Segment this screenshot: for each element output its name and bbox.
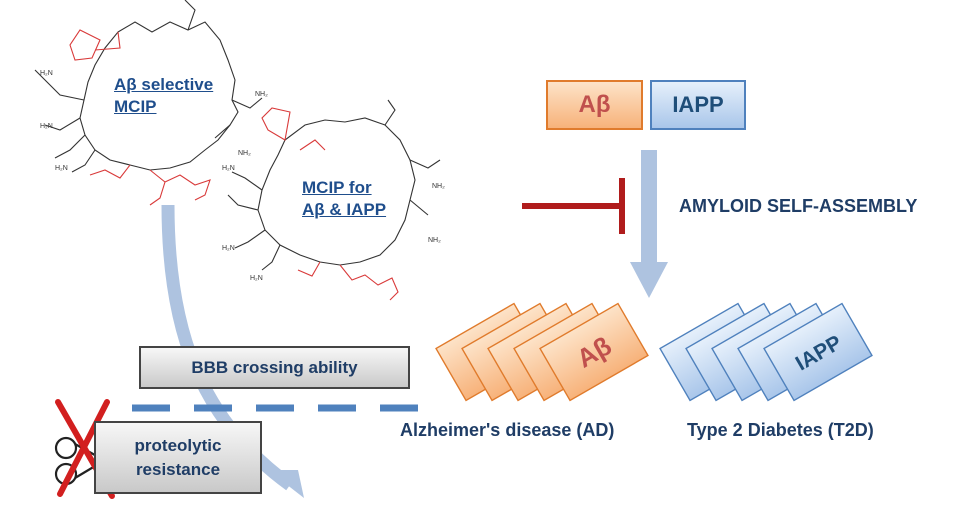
alzheimers-label: Alzheimer's disease (AD) xyxy=(400,420,615,440)
proteolytic-label-line2: resistance xyxy=(135,459,221,479)
svg-text:NH₂: NH₂ xyxy=(255,91,268,98)
svg-text:H₂N: H₂N xyxy=(250,275,263,282)
abeta-fibril-stack: Aβ xyxy=(435,302,649,402)
iapp-box: IAPP xyxy=(650,80,746,130)
svg-text:NH₂: NH₂ xyxy=(428,237,441,244)
svg-text:H₂N: H₂N xyxy=(55,165,68,172)
svg-text:H₂N: H₂N xyxy=(222,245,235,252)
svg-text:H₂N: H₂N xyxy=(40,70,53,77)
bbb-transport-arrowhead xyxy=(268,470,304,498)
svg-text:H₂N: H₂N xyxy=(40,123,53,130)
iapp-fibril-stack: IAPP xyxy=(659,302,873,402)
type2-diabetes-label: Type 2 Diabetes (T2D) xyxy=(687,420,874,440)
abeta-selective-mcip-molecule: H₂N H₂N H₂N NH₂ NH₂ xyxy=(34,0,268,206)
svg-text:H₂N: H₂N xyxy=(222,165,235,172)
dual-mcip-label: MCIP for Aβ & IAPP xyxy=(302,177,386,221)
proteolytic-resistance-box: proteolytic resistance xyxy=(94,421,262,494)
amyloid-self-assembly-label: AMYLOID SELF-ASSEMBLY xyxy=(679,196,918,216)
proteolytic-label-line1: proteolytic xyxy=(134,435,222,455)
svg-text:NH₂: NH₂ xyxy=(432,183,445,190)
dual-mcip-label-line1: MCIP for xyxy=(302,178,372,197)
assembly-arrow-head xyxy=(630,262,668,298)
iapp-box-label: IAPP xyxy=(672,92,724,117)
bbb-crossing-label: BBB crossing ability xyxy=(191,357,358,377)
bbb-crossing-box: BBB crossing ability xyxy=(139,346,410,389)
dual-mcip-label-line2: Aβ & IAPP xyxy=(302,200,387,219)
abeta-box-label: Aβ xyxy=(578,91,611,118)
assembly-arrow-shaft xyxy=(641,150,657,265)
abeta-box: Aβ xyxy=(546,80,643,130)
abeta-selective-label-line2: MCIP xyxy=(114,97,157,116)
dual-mcip-molecule: H₂N H₂N H₂N NH₂ NH₂ xyxy=(222,99,445,301)
abeta-selective-mcip-label: Aβ selective MCIP xyxy=(114,74,213,118)
abeta-selective-label-line1: Aβ selective xyxy=(114,75,214,94)
svg-text:NH₂: NH₂ xyxy=(238,150,251,157)
